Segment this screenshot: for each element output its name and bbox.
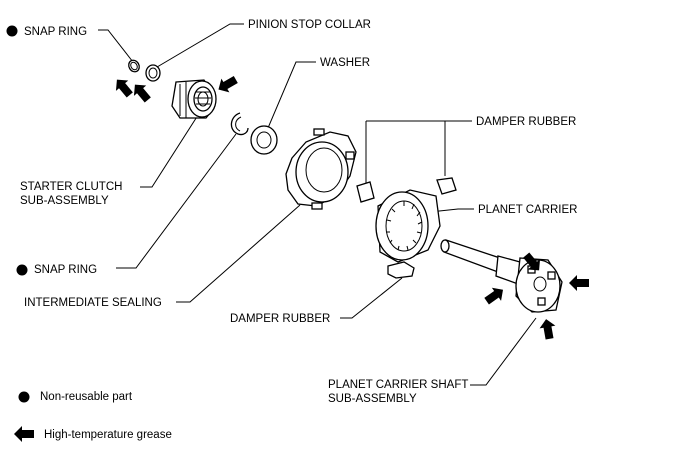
grease-arrow-icon bbox=[115, 79, 133, 98]
legend: Non-reusable part High-temperature greas… bbox=[14, 391, 172, 442]
intermediate-sealing-part bbox=[285, 128, 357, 210]
label-planet-carrier-shaft-line2: SUB-ASSEMBLY bbox=[328, 393, 417, 405]
grease-arrow-icon bbox=[569, 275, 589, 291]
label-starter-clutch-line1: STARTER CLUTCH bbox=[20, 181, 122, 193]
grease-arrows bbox=[115, 76, 589, 340]
label-starter-clutch-line2: SUB-ASSEMBLY bbox=[20, 195, 109, 207]
pinion-stop-collar-part bbox=[145, 64, 161, 82]
label-damper-rubber-bottom: DAMPER RUBBER bbox=[230, 313, 330, 325]
snap-ring-bottom-part bbox=[230, 112, 249, 136]
non-reusable-dot-icon bbox=[6, 25, 18, 37]
label-pinion-stop-collar: PINION STOP COLLAR bbox=[248, 19, 371, 31]
planet-carrier-shaft-part bbox=[440, 239, 563, 313]
label-intermediate-sealing: INTERMEDIATE SEALING bbox=[24, 297, 162, 309]
grease-arrow-icon bbox=[484, 287, 504, 305]
snap-ring-top-part bbox=[128, 59, 140, 73]
legend-dot-icon bbox=[18, 391, 30, 403]
grease-arrow-icon bbox=[539, 319, 556, 340]
legend-grease-label: High-temperature grease bbox=[44, 429, 172, 441]
label-planet-carrier: PLANET CARRIER bbox=[478, 204, 577, 216]
label-snap-ring-bottom: SNAP RING bbox=[34, 264, 97, 276]
leader-lines bbox=[98, 23, 537, 386]
grease-arrow-icon bbox=[133, 84, 151, 103]
starter-clutch-part bbox=[171, 79, 217, 119]
damper-rubber-left-part bbox=[356, 181, 375, 203]
label-damper-rubber-top: DAMPER RUBBER bbox=[476, 116, 576, 128]
planet-carrier-part bbox=[375, 189, 441, 263]
grease-arrow-icon bbox=[523, 252, 541, 271]
label-snap-ring-top: SNAP RING bbox=[24, 26, 87, 38]
non-reusable-dot-icon bbox=[16, 264, 28, 276]
label-planet-carrier-shaft-line1: PLANET CARRIER SHAFT bbox=[328, 379, 468, 391]
damper-rubber-right-part bbox=[436, 177, 457, 195]
damper-rubber-bottom-part bbox=[387, 261, 415, 279]
grease-arrow-icon bbox=[218, 76, 238, 93]
label-washer: WASHER bbox=[320, 57, 370, 69]
legend-non-reusable-label: Non-reusable part bbox=[40, 391, 133, 403]
washer-part bbox=[250, 125, 278, 155]
legend-arrow-icon bbox=[14, 426, 34, 442]
